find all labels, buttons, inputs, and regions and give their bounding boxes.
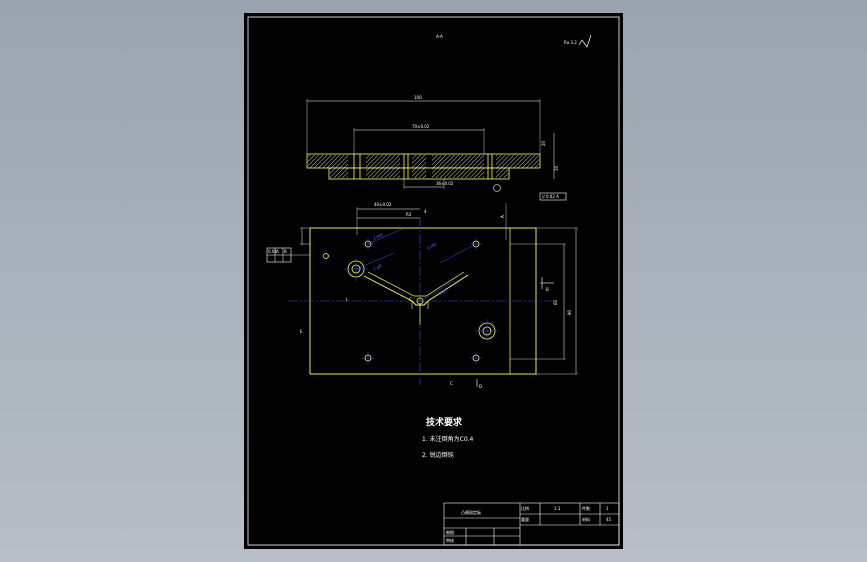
roughness-symbol-icon	[578, 34, 592, 48]
section-height-dim-b: 10	[554, 165, 559, 171]
drawing-sheet: A-A Ra 3.2 100 70±0.02	[244, 13, 623, 549]
left-table-cell-1: 0.01	[268, 249, 277, 254]
drawing-canvas: A-A Ra 3.2 100 70±0.02	[247, 16, 620, 546]
callout-2: 2-φ8	[372, 263, 383, 272]
title-block	[443, 502, 620, 546]
center-hole-icon	[416, 297, 424, 305]
left-mark: E	[300, 329, 303, 334]
datum-circle-icon	[493, 184, 501, 192]
gdt-frame: // 0.02 A	[542, 194, 559, 199]
callout-4: 2-φ6	[438, 287, 449, 296]
title-cell-scale-value: 1:1	[554, 506, 561, 511]
plan-dim-top-a: 40±0.02	[374, 202, 392, 207]
drawing-frame	[247, 16, 620, 546]
title-cell-scale-label: 比例	[521, 505, 529, 511]
tech-req-title: 技术要求	[426, 416, 463, 428]
title-cell-material-label: 材料	[582, 516, 590, 522]
plan-dim-top-c: 4	[424, 209, 427, 214]
plan-dim-right-a: 60	[553, 299, 558, 305]
roughness-note: Ra 3.2	[564, 40, 577, 45]
center-mark-l: L	[346, 297, 349, 302]
bottom-mark-d: D	[479, 384, 482, 389]
section-bottom-dim: 36±0.02	[436, 181, 454, 186]
title-designer: 制图	[446, 529, 454, 535]
bottom-mark-c: C	[450, 381, 453, 386]
plan-dim-left: A	[500, 215, 505, 218]
title-part-name: 凸模固定板	[461, 509, 481, 515]
section-overall-dim: 100	[414, 95, 422, 100]
section-label: A-A	[436, 34, 443, 39]
callout-1: 2-M8	[372, 232, 384, 241]
section-view: 100 70±0.02 20 10	[306, 95, 567, 201]
title-reviewer: 审核	[446, 537, 454, 543]
left-table-cell-2: A	[276, 249, 279, 254]
section-inner-dim: 70±0.02	[412, 124, 430, 129]
tech-req-item-2: 2. 锐边倒钝	[422, 451, 454, 459]
title-cell-qty-value: 1	[606, 506, 609, 511]
datum-mark: B	[546, 287, 549, 292]
plan-dim-right-b: 90	[567, 309, 572, 315]
callout-3: 4-M6	[426, 241, 438, 251]
section-height-dim-a: 20	[541, 140, 546, 146]
title-cell-material-value: 45	[606, 517, 612, 522]
title-cell-weight-label: 重量	[521, 516, 529, 522]
tech-req-item-1: 1. 未注倒角为C0.4	[422, 435, 474, 443]
plan-dim-top-b: R3	[406, 212, 412, 217]
v-slot-profile	[363, 271, 469, 325]
plan-view: 60 90 40±0.02 R3 4 A	[266, 202, 578, 389]
left-table-cell-3: B	[284, 249, 287, 254]
center-mark-c: C	[409, 297, 412, 302]
tech-requirements: 技术要求 1. 未注倒角为C0.4 2. 锐边倒钝	[422, 416, 474, 459]
title-cell-qty-label: 件数	[582, 505, 590, 511]
